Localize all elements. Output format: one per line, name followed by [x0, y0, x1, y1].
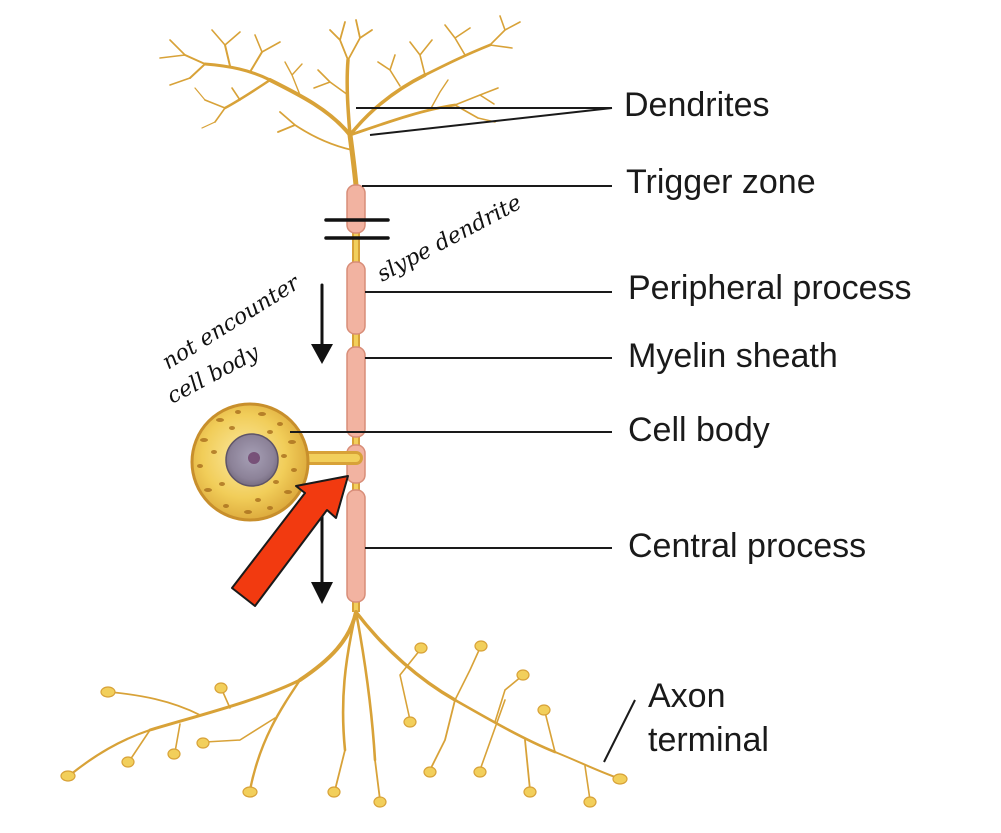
label-peripheral-process: Peripheral process	[628, 269, 912, 307]
label-cell-body: Cell body	[628, 411, 770, 449]
red-pointer-arrow	[231, 475, 349, 607]
handwritten-arrows	[311, 283, 333, 604]
label-axon-terminal-line2: terminal	[648, 721, 769, 759]
label-trigger-zone: Trigger zone	[626, 163, 816, 201]
axon-terminal-knobs	[60, 640, 628, 808]
label-myelin-sheath: Myelin sheath	[628, 337, 838, 375]
dendrites	[159, 15, 521, 188]
axon-break-marks	[324, 218, 390, 240]
cell-body	[190, 402, 310, 522]
leader-lines	[290, 107, 636, 763]
label-dendrites: Dendrites	[624, 86, 770, 124]
handwritten-annotation-right: slype dendrite	[373, 190, 526, 287]
label-central-process: Central process	[628, 527, 867, 565]
label-axon-terminal-line1: Axon	[648, 677, 726, 715]
axon-terminals	[68, 610, 619, 801]
